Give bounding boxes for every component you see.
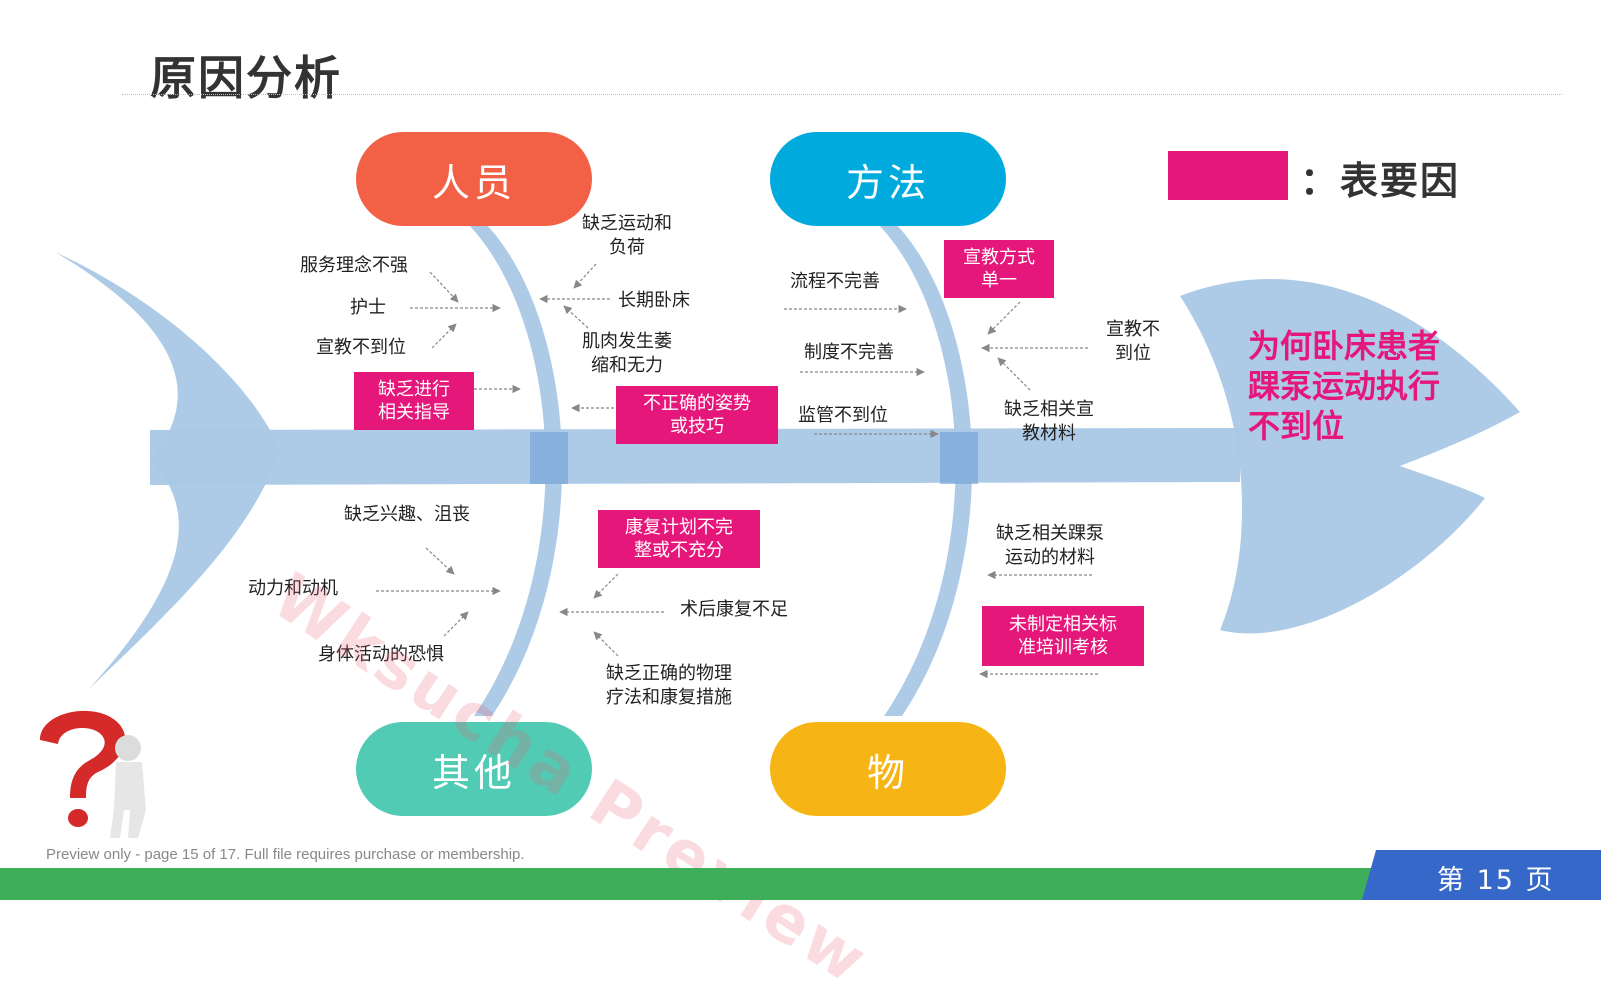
cause-education: 宣教不到位 xyxy=(316,337,406,358)
key-cause-rehab-plan: 康复计划不完 整或不充分 xyxy=(598,510,760,568)
arrow-exercise xyxy=(573,263,597,289)
cause-postop: 术后康复不足 xyxy=(680,599,788,620)
problem-statement: 为何卧床患者 踝泵运动执行 不到位 xyxy=(1248,327,1441,445)
fish-head xyxy=(1180,278,1520,634)
arrow-edu-material xyxy=(997,357,1031,391)
key-cause-single-mode: 宣教方式 单一 xyxy=(944,240,1054,298)
key-cause-posture: 不正确的姿势 或技巧 xyxy=(616,386,778,444)
rib-left xyxy=(468,224,563,716)
cause-physio: 缺乏正确的物理 疗法和康复措施 xyxy=(606,663,732,708)
cause-fear: 身体活动的恐惧 xyxy=(318,644,444,665)
title-divider xyxy=(122,94,1562,95)
page-number: 第 15 页 xyxy=(1437,865,1555,896)
legend-label: ：表要因 xyxy=(1300,159,1461,203)
cause-bedridden: 长期卧床 xyxy=(618,290,690,311)
cause-nurse: 护士 xyxy=(350,297,386,318)
cause-motivation: 动力和动机 xyxy=(248,578,338,599)
arrow-single-mode xyxy=(987,301,1021,335)
fishbone-diagram xyxy=(55,224,1520,716)
question-figure-icon xyxy=(40,710,146,838)
arrow-service xyxy=(429,271,459,303)
cause-atrophy: 肌肉发生萎 缩和无力 xyxy=(582,331,672,376)
cause-interest: 缺乏兴趣、沮丧 xyxy=(344,504,470,525)
cause-process: 流程不完善 xyxy=(790,271,880,292)
arrow-fear xyxy=(443,611,469,637)
arrow-physio xyxy=(593,631,619,657)
page-number-tab xyxy=(1362,850,1601,900)
preview-note: Preview only - page 15 of 17. Full file … xyxy=(46,846,525,863)
cause-pump-material: 缺乏相关踝泵 运动的材料 xyxy=(996,523,1104,568)
arrow-interest xyxy=(425,547,455,575)
cause-system: 制度不完善 xyxy=(804,342,894,363)
key-cause-guidance: 缺乏进行 相关指导 xyxy=(354,372,474,430)
rib-right xyxy=(878,224,973,716)
category-material: 物 xyxy=(770,722,1006,816)
category-people: 人员 xyxy=(356,132,592,226)
footer-bar xyxy=(0,868,1601,900)
cause-edu-material: 缺乏相关宣 教材料 xyxy=(1004,399,1094,444)
cause-service: 服务理念不强 xyxy=(300,255,408,276)
key-cause-training: 未制定相关标 准培训考核 xyxy=(982,606,1144,666)
legend-key-swatch xyxy=(1168,151,1288,200)
arrow-education xyxy=(431,323,457,349)
page-title: 原因分析 xyxy=(150,51,342,105)
spine-rib-joint-left xyxy=(530,432,568,484)
cause-edu-insufficient: 宣教不 到位 xyxy=(1106,319,1160,364)
cause-exercise-load: 缺乏运动和 负荷 xyxy=(582,213,672,258)
spine-rib-joint-right xyxy=(940,432,978,484)
cause-supervision: 监管不到位 xyxy=(798,405,888,426)
category-method: 方法 xyxy=(770,132,1006,226)
category-other: 其他 xyxy=(356,722,592,816)
arrow-rehab-plan xyxy=(593,573,619,599)
arrow-atrophy xyxy=(563,305,589,329)
